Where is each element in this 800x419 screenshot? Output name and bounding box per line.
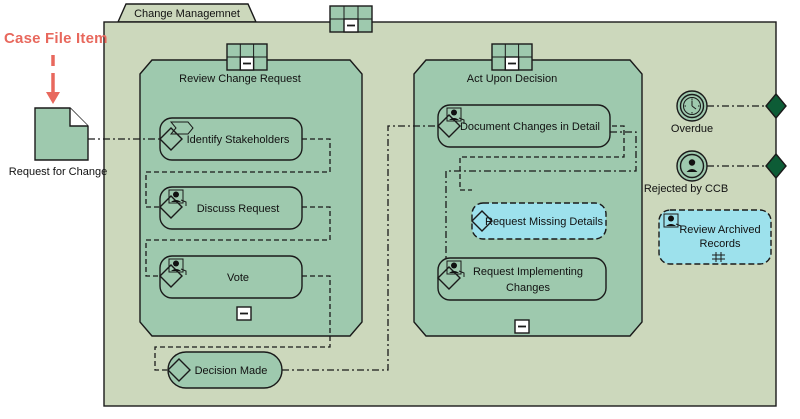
stage-review-change-request-planning-marker[interactable] — [236, 306, 252, 321]
stage-act-upon-decision-collapse-marker[interactable] — [491, 43, 533, 71]
exit-criterion-rejected[interactable] — [765, 152, 787, 180]
stage-review-change-request-label: Review Change Request — [179, 73, 301, 85]
task-review-archived-records-label-line2: Records — [700, 238, 741, 250]
task-vote-label: Vote — [227, 272, 249, 284]
task-review-archived-records[interactable]: Review Archived Records — [658, 209, 772, 265]
task-document-changes-label: Document Changes in Detail — [460, 121, 600, 133]
annotation-arrow — [46, 55, 60, 104]
milestone-overdue[interactable]: Overdue — [671, 90, 713, 135]
human-task-icon — [663, 213, 682, 230]
connector-discuss-to-vote — [145, 206, 331, 277]
case-plan-model-title: Change Managemnet — [134, 8, 240, 20]
event-decision-made[interactable]: Decision Made — [167, 351, 283, 389]
task-discuss-request[interactable]: Discuss Request — [159, 186, 303, 230]
task-discuss-request-label: Discuss Request — [197, 203, 280, 215]
task-document-changes-in-detail[interactable]: Document Changes in Detail — [437, 104, 611, 148]
task-request-implementing-shape — [437, 257, 607, 301]
task-request-implementing-changes[interactable]: Request Implementing Changes — [437, 257, 607, 301]
exit-criterion-overdue[interactable] — [765, 92, 787, 120]
task-request-missing-details-shape — [471, 202, 607, 240]
human-task-icon — [446, 107, 465, 124]
connector-decision-made-to-document — [282, 125, 438, 371]
stage-review-change-request-collapse-marker[interactable] — [226, 43, 268, 71]
planning-table-icon[interactable] — [712, 252, 725, 262]
task-vote-shape — [159, 255, 303, 299]
human-task-icon — [168, 189, 187, 206]
user-event-icon — [686, 159, 698, 172]
exit-criterion-rejected-diamond — [765, 152, 787, 180]
task-identify-stakeholders-label: Identify Stakeholders — [187, 134, 290, 146]
event-decision-made-label: Decision Made — [195, 365, 268, 377]
stage-act-upon-decision-planning-marker[interactable] — [514, 319, 530, 334]
stage-act-upon-decision-label: Act Upon Decision — [467, 73, 558, 85]
task-review-archived-records-label-line1: Review Archived — [679, 224, 760, 236]
task-discuss-request-shape — [159, 186, 303, 230]
milestone-overdue-label: Overdue — [671, 123, 713, 135]
task-identify-stakeholders[interactable]: Identify Stakeholders — [159, 117, 303, 161]
milestone-rejected-inner-ring — [679, 153, 705, 179]
task-review-archived-records-shape — [658, 209, 772, 265]
milestone-rejected-label: Rejected by CCB — [644, 183, 728, 195]
exit-criterion-overdue-diamond — [765, 92, 787, 120]
case-file-item-label: Request for Change — [9, 166, 107, 178]
case-file-item-request-for-change[interactable]: Request for Change — [9, 107, 107, 178]
task-vote[interactable]: Vote — [159, 255, 303, 299]
task-request-missing-details-label: Request Missing Details — [485, 216, 603, 228]
task-request-implementing-label-line1: Request Implementing — [473, 266, 583, 278]
sentry-request-missing-details — [471, 210, 493, 232]
connector-vote-to-decision-made — [154, 275, 331, 371]
human-task-icon — [446, 260, 465, 277]
case-file-item-fold — [69, 108, 88, 127]
connectors — [88, 105, 772, 371]
task-request-implementing-label-line2: Changes — [506, 282, 551, 294]
human-task-icon — [168, 258, 187, 275]
connector-document-to-request-missing — [459, 125, 625, 191]
case-file-item-shape — [34, 107, 89, 161]
case-plan-model-collapse-marker[interactable] — [329, 5, 373, 33]
timer-event-icon — [683, 97, 701, 115]
task-request-missing-details[interactable]: Request Missing Details — [471, 202, 607, 240]
annotation-case-file-item: Case File Item — [4, 30, 108, 47]
sentry-decision-made — [167, 358, 191, 382]
connector-identify-to-discuss — [145, 138, 331, 208]
process-task-icon — [169, 121, 194, 135]
milestone-rejected-by-ccb[interactable]: Rejected by CCB — [644, 150, 728, 195]
